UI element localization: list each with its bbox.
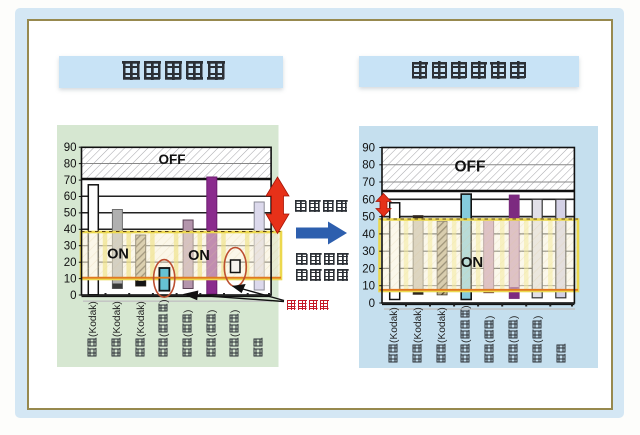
svg-text:30: 30 (64, 241, 77, 253)
svg-text:50: 50 (64, 208, 77, 220)
svg-text:ON: ON (107, 247, 129, 263)
svg-text:ON: ON (461, 254, 484, 271)
svg-text:20: 20 (362, 263, 375, 275)
svg-text:40: 40 (64, 224, 77, 236)
svg-text:80: 80 (362, 160, 375, 172)
svg-text:40: 40 (362, 229, 375, 241)
svg-text:0: 0 (369, 298, 375, 310)
svg-text:70: 70 (362, 177, 375, 189)
svg-text:90: 90 (64, 142, 77, 154)
svg-text:20: 20 (64, 257, 77, 269)
svg-text:50: 50 (362, 212, 375, 224)
svg-text:30: 30 (362, 246, 375, 258)
svg-text:10: 10 (64, 274, 77, 286)
svg-text:60: 60 (362, 194, 375, 206)
svg-text:OFF: OFF (455, 159, 486, 176)
svg-text:10: 10 (362, 281, 375, 293)
svg-text:OFF: OFF (159, 152, 186, 167)
svg-text:ON: ON (188, 248, 210, 264)
svg-text:90: 90 (362, 143, 375, 155)
svg-text:60: 60 (64, 191, 77, 203)
svg-text:80: 80 (64, 158, 77, 170)
svg-text:0: 0 (70, 290, 76, 302)
svg-text:70: 70 (64, 175, 77, 187)
